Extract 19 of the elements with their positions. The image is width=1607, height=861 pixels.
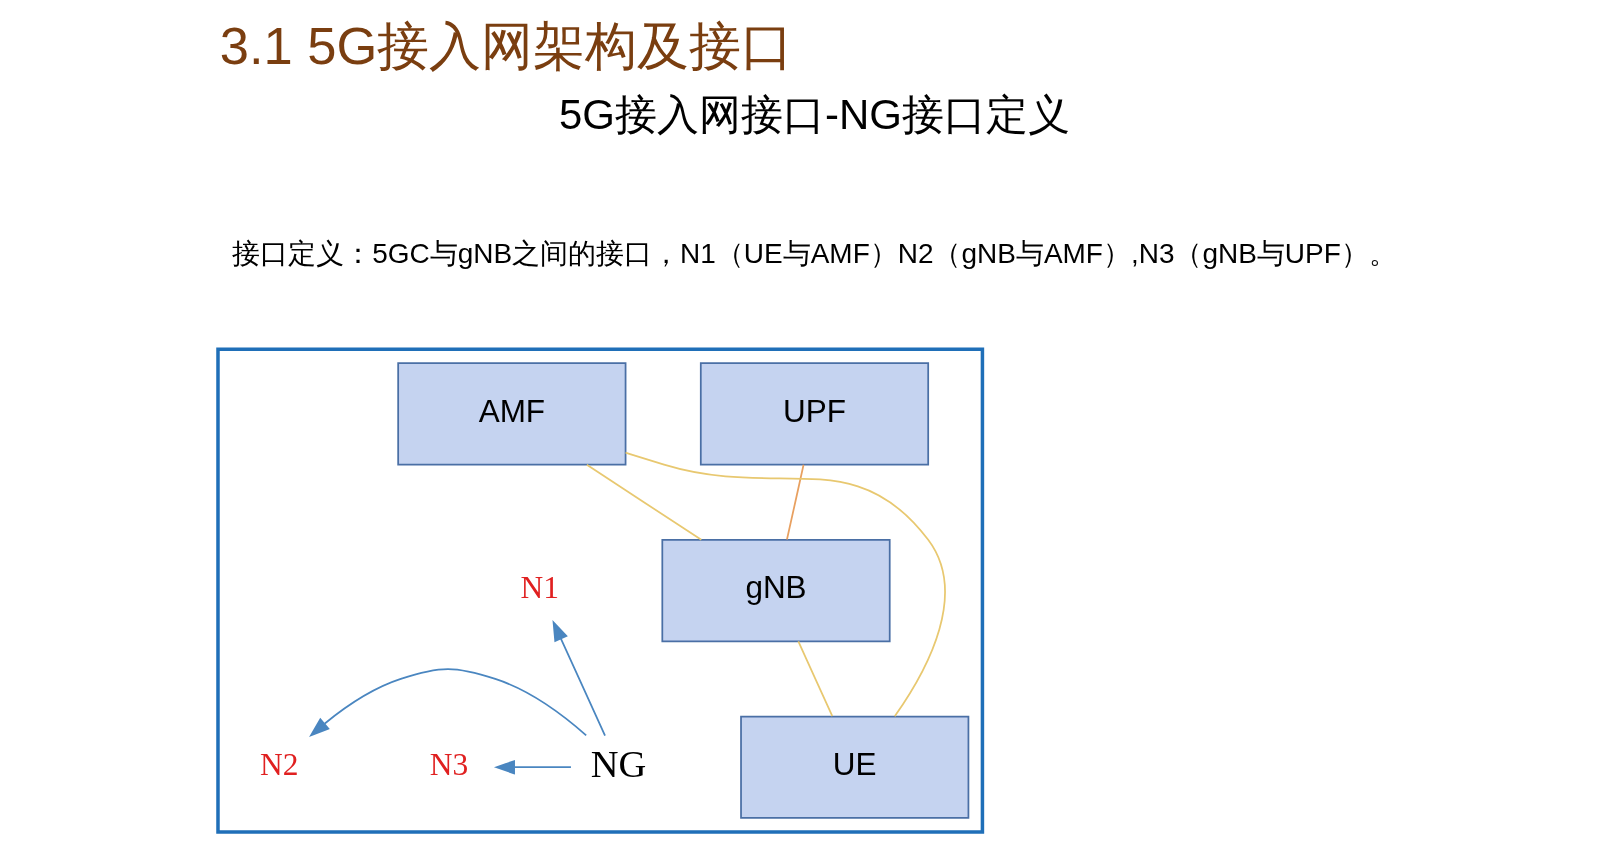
node-box: AMF — [396, 362, 626, 466]
node-text: N3 — [429, 746, 468, 782]
label: 接口定义：5GC与gNB之间的接口，N1（UE与AMF）N2（gNB与AMF）,N3（gNB与UPF）。 — [231, 238, 1397, 270]
connector — [785, 463, 804, 541]
node-box: UPF — [699, 362, 929, 466]
node-box: UE — [739, 715, 969, 819]
connector — [585, 463, 702, 541]
cluster — [215, 347, 984, 834]
node-box: gNB — [660, 538, 891, 643]
arrow — [493, 759, 572, 775]
label: 5G接入网接口-NG接口定义 — [558, 91, 1070, 139]
arrow — [308, 668, 587, 738]
connector — [796, 640, 833, 718]
node-text: NG — [590, 743, 646, 786]
node-text: N2 — [259, 746, 298, 782]
node-text: N1 — [520, 570, 559, 606]
connector — [624, 451, 946, 718]
arrow — [551, 620, 606, 737]
diagram-title: 3.1 5G接入网架构及接口 — [219, 17, 793, 76]
